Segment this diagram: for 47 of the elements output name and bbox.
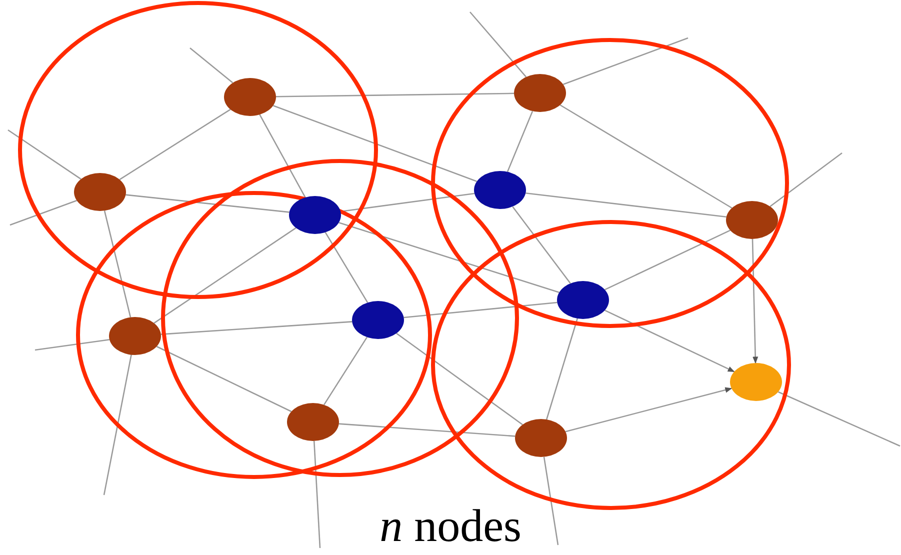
arrow: [752, 238, 758, 364]
arrow: [565, 387, 732, 432]
network-node: [726, 201, 778, 239]
connector-line: [778, 391, 900, 447]
connector-line: [34, 338, 110, 351]
connector-line: [543, 456, 559, 546]
connector-line: [470, 12, 527, 78]
network-node: [289, 196, 341, 234]
connector-line: [338, 222, 560, 294]
connector-line: [323, 336, 368, 406]
arrow: [604, 310, 735, 372]
connector-line: [512, 206, 571, 284]
caption: n nodes: [380, 500, 522, 551]
network-node: [109, 317, 161, 355]
connector-line: [560, 104, 732, 209]
network-node: [74, 173, 126, 211]
connector-line: [10, 200, 78, 226]
connector-line: [156, 346, 292, 412]
connector-line: [276, 92, 514, 98]
connector-line: [190, 48, 234, 84]
network-node: [224, 78, 276, 116]
connector-line: [259, 114, 306, 198]
network-node: [287, 403, 339, 441]
connector-line: [506, 110, 534, 172]
connector-line: [526, 192, 726, 218]
network-node: [514, 74, 566, 112]
network-node: [352, 301, 404, 339]
network-node: [515, 419, 567, 457]
connector-line: [396, 332, 523, 426]
network-node: [730, 363, 782, 401]
connector-line: [313, 440, 321, 548]
connector-line: [546, 318, 578, 420]
connector-line: [104, 210, 132, 318]
connector-line: [8, 129, 82, 180]
connector-line: [160, 321, 352, 335]
connector-line: [119, 108, 231, 180]
connector-line: [154, 227, 296, 324]
connector-line: [338, 423, 516, 437]
connector-line: [103, 354, 132, 496]
connector-line: [126, 194, 290, 213]
connector-line: [562, 37, 688, 85]
network-node: [474, 171, 526, 209]
network-node: [557, 281, 609, 319]
connector-line: [272, 105, 478, 182]
connector-line: [404, 302, 558, 318]
connector-line: [604, 230, 730, 290]
connector-line: [324, 232, 368, 303]
